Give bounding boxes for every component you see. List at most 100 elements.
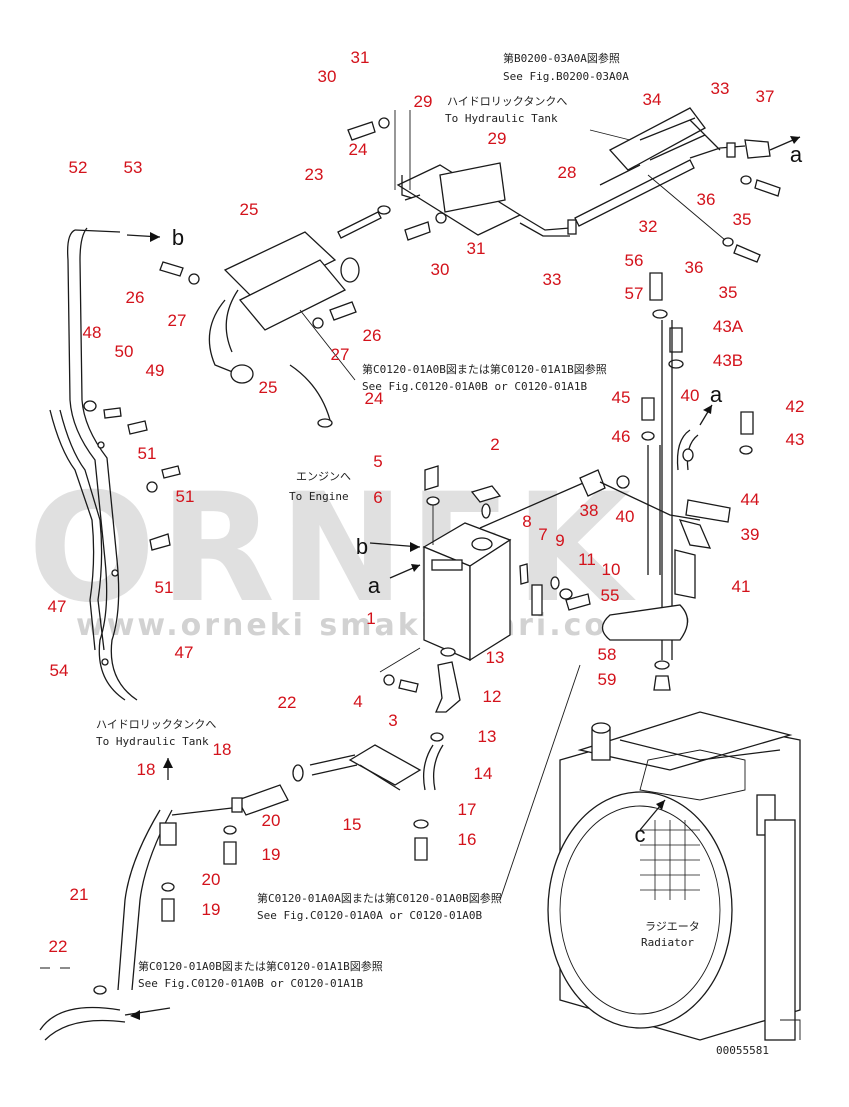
callout-number: 55 (601, 586, 620, 605)
part-29-cover (439, 162, 506, 213)
callout-number: 30 (318, 67, 337, 86)
bolt-b (149, 533, 171, 551)
reference-note: To Engine (289, 490, 349, 503)
note-leader (589, 129, 631, 141)
watermark: ORNEK www.orneki smakinalari.com.tr (28, 462, 689, 643)
reference-note: 第C0120-01A0B図または第C0120-01A1B図参照 (362, 362, 607, 376)
hose (208, 299, 241, 376)
arrow-line (124, 1007, 171, 1016)
fan-shroud-inner (559, 805, 721, 1015)
part-32-pipe (574, 159, 695, 227)
callout-number: 51 (176, 487, 195, 506)
part-12-hose (435, 661, 461, 713)
part-45-bolt (641, 397, 655, 421)
reference-note: See Fig.C0120-01A0B or C0120-01A1B (362, 380, 588, 393)
top-edge (619, 739, 781, 761)
callout-number: 19 (202, 900, 221, 919)
part-36-washer-2 (722, 237, 734, 247)
reference-letter: b (356, 534, 368, 559)
callout-number: 15 (343, 815, 362, 834)
hose-b (225, 289, 239, 353)
callout-number: 44 (741, 490, 760, 509)
callout-number: 37 (756, 87, 775, 106)
part-42-bolt (740, 411, 754, 435)
part-25-bracket (223, 231, 337, 301)
part-19-bolt-b (161, 898, 175, 922)
leader-line (647, 174, 726, 241)
part-28-pipe-b (519, 222, 570, 237)
reference-letter: a (790, 142, 803, 167)
callout-number: 45 (612, 388, 631, 407)
bolt (161, 465, 181, 479)
part-19-bolt (223, 841, 237, 865)
callout-number: 30 (431, 260, 450, 279)
hose-end (39, 1006, 126, 1041)
arrow-a-head-b (703, 405, 712, 414)
hose-top (74, 229, 121, 233)
core-hatch (640, 820, 700, 900)
callout-number: 43B (713, 351, 743, 370)
part-54-clamp (101, 658, 109, 666)
callout-number: 34 (643, 90, 662, 109)
part-50-washer (83, 400, 97, 412)
callout-number: 9 (555, 531, 564, 550)
callout-number: 28 (558, 163, 577, 182)
callout-number: 29 (414, 92, 433, 111)
part-43-washer (739, 445, 753, 455)
part-59-nut (653, 675, 671, 691)
reference-letter: a (710, 382, 723, 407)
callout-number: 40 (616, 507, 635, 526)
part-35-bolt-2 (733, 244, 761, 263)
part-23-rod (337, 211, 382, 239)
part-26-bolt (159, 261, 184, 277)
callout-number: 25 (240, 200, 259, 219)
clamp (231, 797, 243, 813)
callout-number: 24 (349, 140, 368, 159)
reference-note: ハイドロリックタンクへ (96, 718, 216, 731)
cap-stem (481, 503, 491, 519)
reference-note: See Fig.C0120-01A0A or C0120-01A0B (257, 909, 483, 922)
arrow-head (130, 1010, 140, 1020)
callout-number: 20 (262, 811, 281, 830)
part-49-bolt-b (127, 420, 148, 435)
arrow-up-head (163, 758, 173, 768)
part-46-washer (641, 431, 655, 441)
part-8-clip (519, 563, 529, 585)
part-7-gauge (531, 584, 543, 616)
part-3-bolt (398, 679, 419, 693)
reference-note: エンジンへ (296, 470, 351, 483)
reference-letter: a (368, 573, 381, 598)
part-17-washer (413, 819, 429, 829)
callout-number: 13 (478, 727, 497, 746)
callout-number: 6 (373, 488, 382, 507)
part-5-bolt (424, 465, 439, 491)
callout-number: 35 (719, 283, 738, 302)
callout-number: 39 (741, 525, 760, 544)
part-57-washer (652, 309, 668, 319)
bracket-edge (401, 175, 413, 199)
part-6-washer (426, 496, 440, 506)
clamp-b (111, 569, 119, 577)
frame-foot (780, 1019, 801, 1040)
callout-number: 22 (278, 693, 297, 712)
part-31-washer-2 (435, 212, 447, 224)
reference-note: To Hydraulic Tank (96, 735, 209, 748)
part-15-bracket (348, 744, 422, 786)
pipe-bend (689, 145, 746, 159)
bracket-b (359, 764, 401, 791)
reference-note: See Fig.B0200-03A0A (503, 70, 629, 83)
reference-note: See Fig.C0120-01A0B or C0120-01A1B (138, 977, 364, 990)
part-37-fitting (744, 139, 771, 159)
tank-side (469, 538, 511, 662)
left-vertical-hose (49, 227, 181, 701)
radiator-top (577, 711, 793, 771)
reference-note: 第C0120-01A0B図または第C0120-01A1B図参照 (138, 959, 383, 973)
fan-shroud (547, 791, 733, 1029)
reference-note: ハイドロリックタンクへ (447, 95, 567, 108)
filler-cap (591, 722, 611, 734)
callout-number: 8 (522, 512, 531, 531)
arrow-b-in-head (410, 542, 420, 552)
